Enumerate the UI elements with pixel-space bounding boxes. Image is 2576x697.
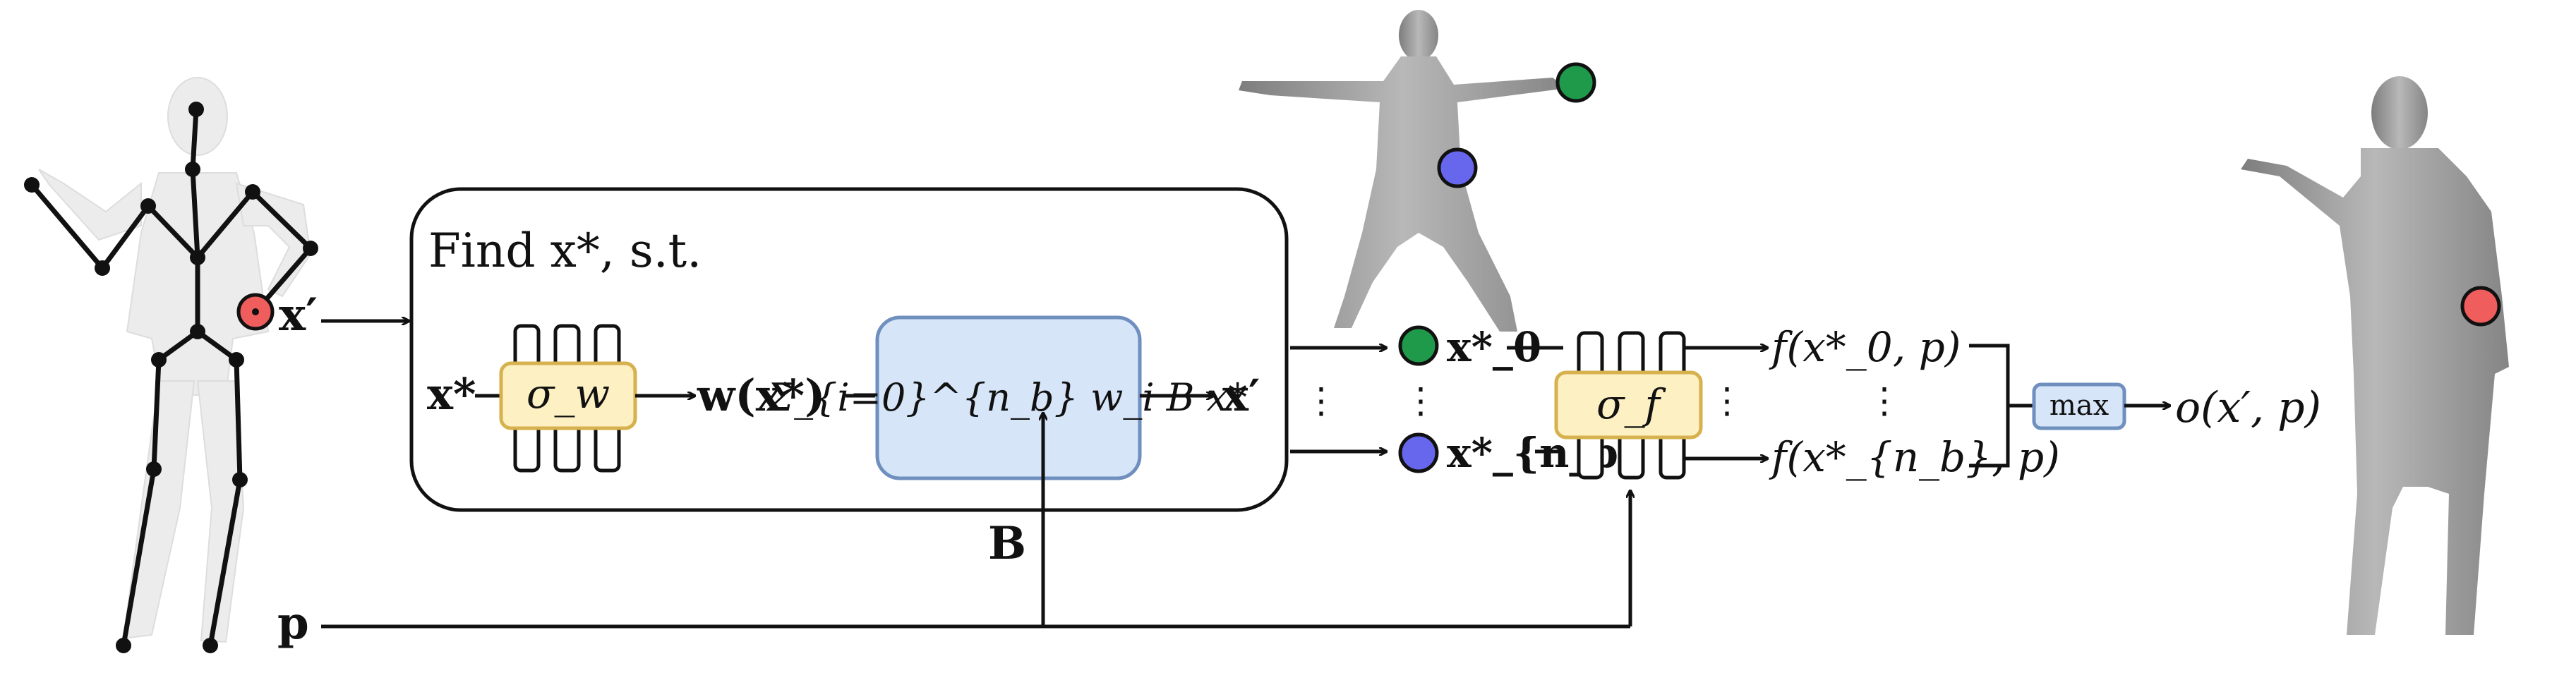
query-point-label: x′	[279, 289, 318, 341]
svg-text:σ_f: σ_f	[1596, 380, 1667, 428]
svg-text:σ_w: σ_w	[526, 370, 610, 418]
pose-label: p	[277, 597, 309, 650]
find-box-output-var: x′	[1222, 370, 1260, 421]
sigma-f-network: σ_f	[1554, 331, 1703, 480]
max-operator: max	[2032, 382, 2126, 430]
t-pose-green-point	[1555, 62, 1596, 103]
t-pose-mesh-icon	[1239, 10, 1567, 332]
posed-mesh-red-point	[2460, 286, 2501, 327]
sigma-w-network: σ_w	[499, 324, 637, 473]
canonical-point-0	[1398, 325, 1439, 366]
lbs-sum-box: Σ_{i=0}^{n_b} w_i B x*	[766, 315, 1247, 480]
skeleton-figure-icon	[24, 77, 318, 653]
svg-text:⋮: ⋮	[1304, 380, 1339, 421]
output-label: o(x′, p)	[2175, 383, 2321, 432]
occupancy-label-0: f(x*_0, p)	[1769, 323, 1961, 371]
svg-text:⋮: ⋮	[1867, 380, 1902, 421]
t-pose-blue-point	[1437, 147, 1478, 188]
svg-text:⋮: ⋮	[1403, 380, 1438, 421]
find-box-input-var: x*	[427, 368, 476, 420]
svg-text:⋮: ⋮	[1709, 380, 1745, 421]
posed-mesh-icon	[2241, 76, 2509, 635]
canonical-point-nb	[1398, 432, 1439, 473]
find-box	[409, 187, 1289, 512]
bones-label: B	[988, 517, 1026, 570]
find-box-title: Find x*, s.t.	[428, 224, 702, 278]
svg-text:max: max	[2050, 389, 2109, 422]
occupancy-label-nb: f(x*_{n_b}, p)	[1769, 433, 2060, 481]
weights-label: w(x*)	[697, 370, 825, 421]
